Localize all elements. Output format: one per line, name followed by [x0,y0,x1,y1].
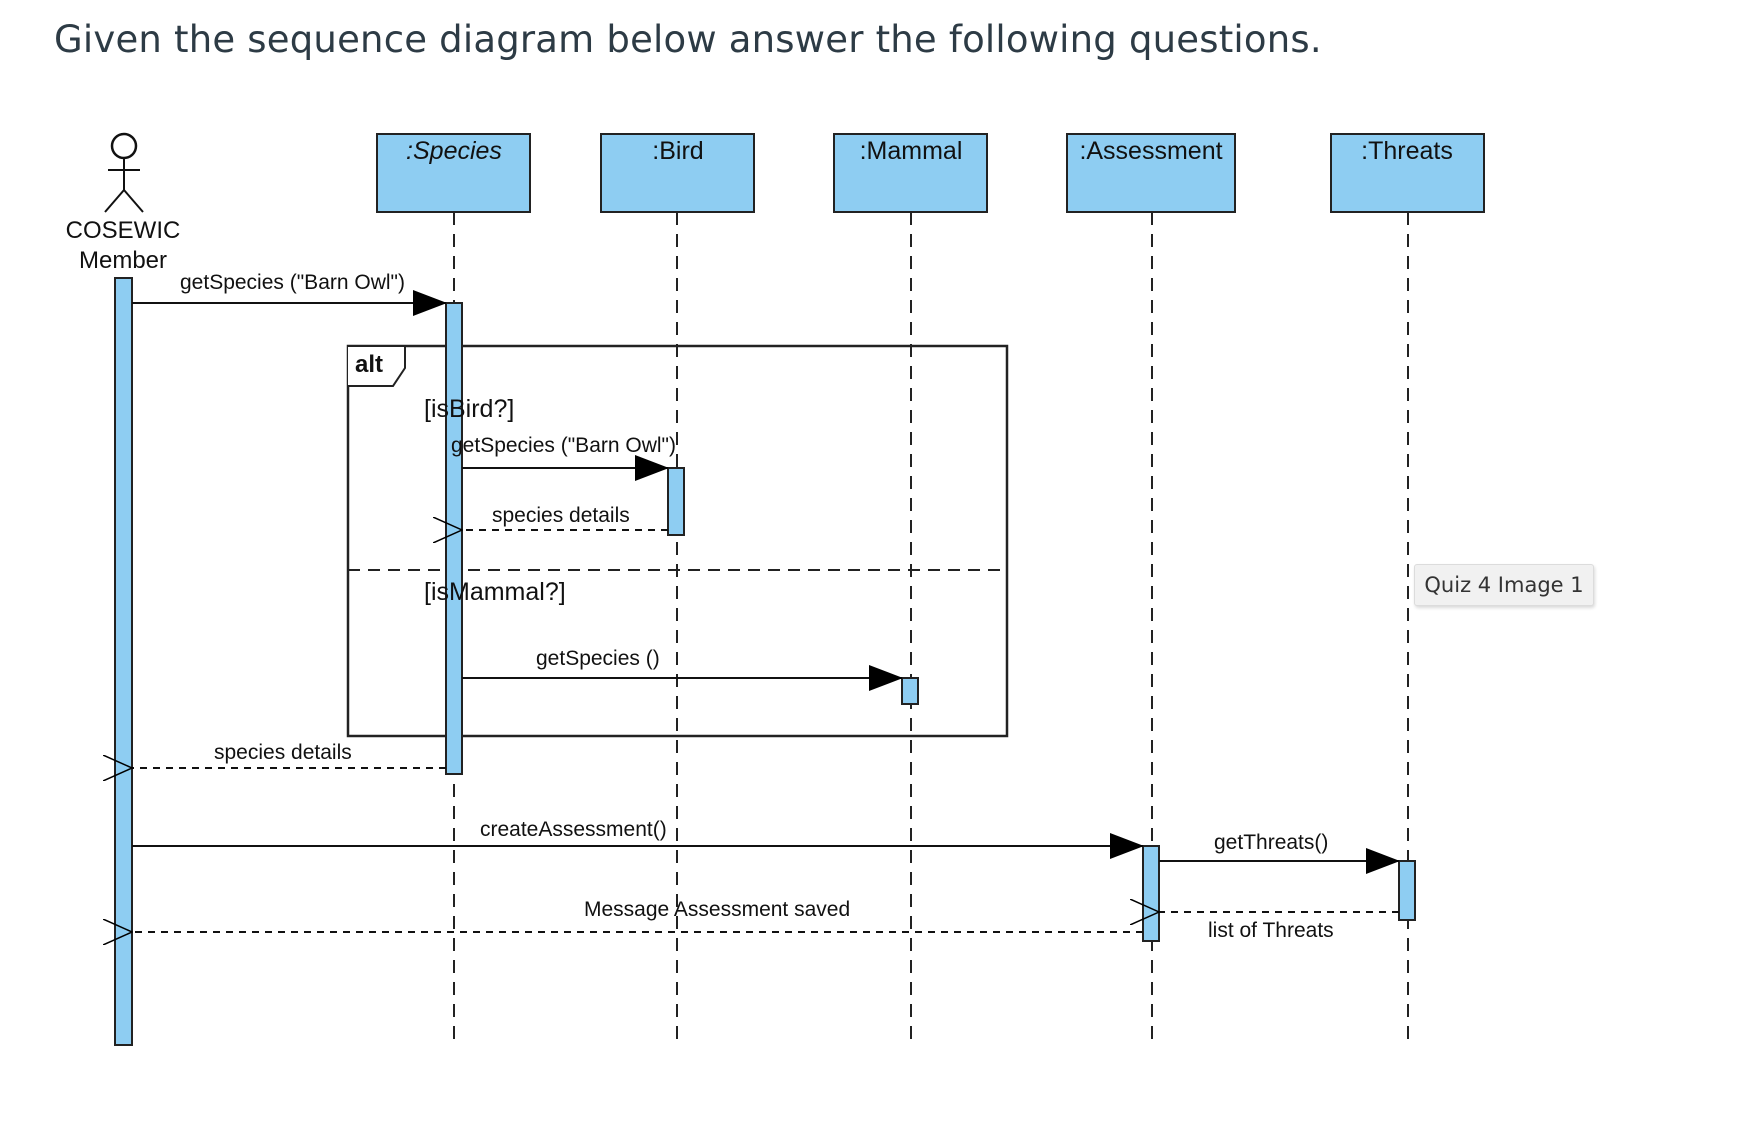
message-label-getspecies-3: getSpecies () [536,647,660,670]
alt-operator-label: alt [355,351,383,378]
actor-leg-right [123,189,144,213]
alt-operator-tab [348,345,406,387]
lifeline-label-assessment: :Assessment [1079,137,1222,165]
activation-actor [114,277,133,1046]
guard-ismammal: [isMammal?] [424,578,566,606]
message-label-list-of-threats: list of Threats [1208,919,1334,942]
activation-bird [667,467,685,536]
lifeline-head-assessment [1066,133,1236,213]
actor-label-line1: COSEWIC [66,217,181,244]
actor-label-line2: Member [79,247,167,274]
alt-frame [346,344,1009,738]
lifeline-head-bird [600,133,755,213]
lifeline-label-threats: :Threats [1361,137,1453,165]
actor-head [110,132,138,160]
lifeline-label-mammal: :Mammal [860,137,963,165]
actor-cosewic-member: COSEWIC Member [66,132,181,274]
lifeline-label-species: :Species [406,137,502,165]
lifeline-threats: :Threats [1330,133,1485,1048]
lifeline-species: :Species [376,133,531,1048]
message-label-species-details-1: species details [492,504,630,527]
message-label-getthreats: getThreats() [1214,831,1328,854]
message-label-species-details-2: species details [214,741,352,764]
lifeline-label-bird: :Bird [652,137,703,165]
message-label-getspecies-1: getSpecies ("Barn Owl") [180,271,405,294]
actor-leg-left [104,189,125,213]
lifeline-head-mammal [833,133,988,213]
message-label-createassessment: createAssessment() [480,818,667,841]
activation-assessment [1142,845,1160,942]
activation-species [445,302,463,775]
page-title: Given the sequence diagram below answer … [54,18,1322,61]
lifeline-bird: :Bird [600,133,755,1048]
lifeline-assessment: :Assessment [1066,133,1236,1048]
activation-threats [1398,860,1416,921]
message-label-getspecies-2: getSpecies ("Barn Owl") [451,434,676,457]
activation-mammal [901,677,919,705]
lifeline-mammal: :Mammal [833,133,988,1048]
guard-isbird: [isBird?] [424,395,514,423]
image-tooltip: Quiz 4 Image 1 [1414,564,1594,606]
message-label-assessment-saved: Message Assessment saved [584,898,850,921]
